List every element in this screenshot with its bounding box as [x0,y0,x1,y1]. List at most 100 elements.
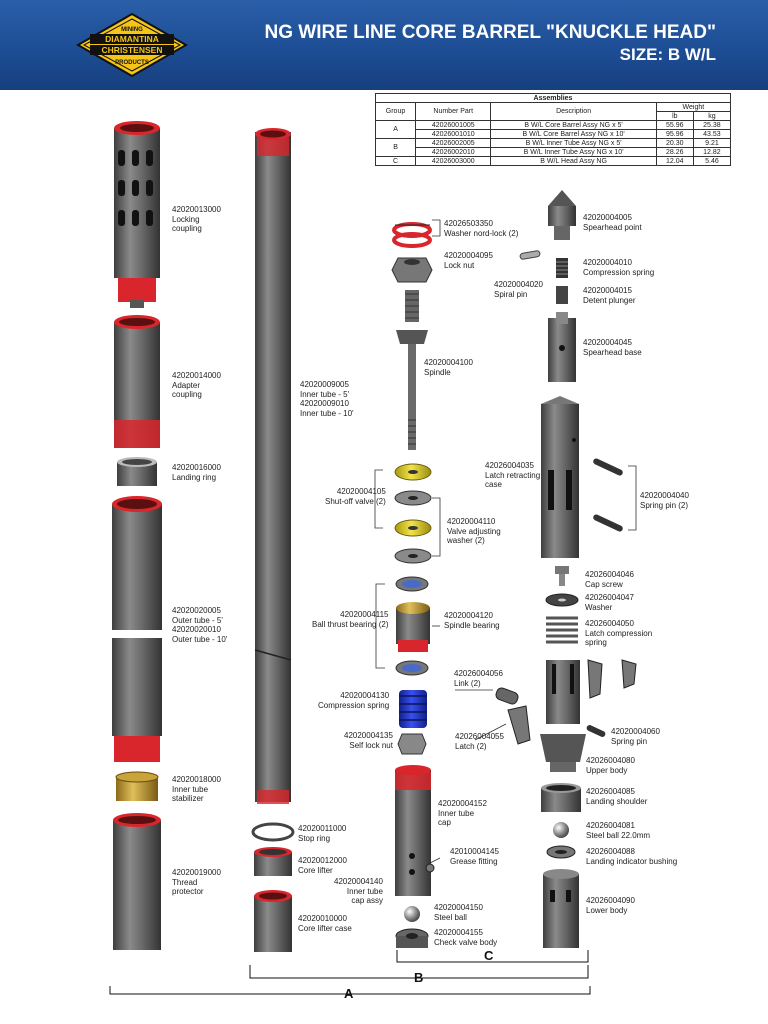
part-number: 42020004045 [583,338,632,347]
label-self-lock-nut: 42020004135 Self lock nut [344,731,393,750]
ball-thrust-bearing-art [395,576,429,676]
part-name: Latch (2) [455,741,487,751]
inner-tube-art [254,128,292,804]
spindle-bearing-art [396,602,430,652]
part-name: Detent plunger [583,295,636,305]
part-number: 42020004150 [434,903,483,912]
label-washer: 42026004047 Washer [585,593,634,612]
part-number: 42020004005 [583,213,632,222]
part-name: Stop ring [298,833,331,843]
label-landing-indicator-bushing: 42026004088 Landing indicator bushing [586,847,677,866]
part-name: Steel ball [434,912,467,922]
label-washer-nord-lock: 42026503350 Washer nord-lock (2) [444,219,518,238]
label-landing-shoulder: 42026004085 Landing shoulder [586,787,647,806]
link-art [495,687,519,705]
part-number: 42020012000 [298,856,347,865]
spring-pin-2-art [593,458,623,532]
part-name: coupling [172,390,202,399]
label-stop-ring: 42020011000 Stop ring [298,824,346,843]
check-valve-body-art [395,928,429,948]
part-number: 42020020010 [172,625,221,634]
part-name: Inner tube - 5' [300,389,350,399]
label-ball-thrust-bearing: 42020004115 Ball thrust bearing (2) [312,610,388,629]
label-compression-spring: 42020004130 Compression spring [318,691,389,710]
part-number: 42020004135 [344,731,393,740]
lock-nut-art [391,257,433,283]
label-latch: 42026004055 Latch (2) [455,732,504,751]
label-spring-pin-2: 42020004040 Spring pin (2) [640,491,689,510]
label-compression-spring-head: 42020004010 Compression spring [583,258,654,277]
compression-spring-head-art [556,258,568,278]
part-name: Upper body [586,765,628,775]
part-name: Adapter [172,380,201,390]
dimension-brackets [109,950,591,995]
part-name: Core lifter case [298,923,352,933]
locking-coupling-art [114,121,160,308]
part-name: Latch retracting [485,470,541,480]
label-spiral-pin: 42020004020 Spiral pin [494,280,543,299]
table-row: A 42026001005 B W/L Core Barrel Assy NG … [374,120,732,139]
adapter-coupling-art [114,315,160,448]
landing-shoulder-art [541,783,581,812]
part-name: Landing ring [172,472,217,482]
part-name: Core lifter [298,865,333,875]
part-number: 42020014000 [172,371,221,380]
spring-pin-art [586,725,606,737]
part-name: Spring pin [611,736,648,746]
part-number: 42020004152 [438,799,487,808]
part-name: Inner tube [438,808,475,818]
part-name: Locking [172,214,200,224]
label-outer-tube: 42020020005 Outer tube - 5' 42020020010 … [172,606,227,644]
thread-protector-art [113,813,161,950]
label-detent-plunger: 42020004015 Detent plunger [583,286,635,305]
washer-nord-lock-art [392,222,432,248]
part-number: 42020004020 [494,280,543,289]
part-name: Spring pin (2) [640,500,689,510]
part-number: 42020004155 [434,928,483,937]
label-upper-body: 42026004080 Upper body [586,756,635,775]
part-number: 42020004095 [444,251,493,260]
label-latch-retracting-case: 42026004035 Latch retracting case [485,461,540,490]
label-spearhead-point: 42020004005 Spearhead point [583,213,642,232]
part-name: spring [585,638,607,647]
part-number: 42020004140 [334,877,383,886]
label-landing-ring: 42020016000 Landing ring [172,463,221,482]
landing-indicator-bushing-art [546,845,576,859]
part-name: washer (2) [447,536,485,545]
steel-ball-art [404,906,420,922]
logo-text-mining: MINING [121,27,143,33]
part-number: 42026004055 [455,732,504,741]
part-name: Grease fitting [450,856,498,866]
part-name: Inner tube [172,784,209,794]
latch-retracting-case-art [541,396,579,558]
part-name: cap assy [351,896,383,905]
label-adapter-coupling: 42020014000 Adapter coupling [172,371,221,400]
part-name: Thread [172,877,198,887]
label-thread-protector: 42020019000 Thread protector [172,868,221,897]
part-number: 42020004115 [340,610,389,619]
label-spearhead-base: 42020004045 Spearhead base [583,338,642,357]
part-name: Valve adjusting [447,526,501,536]
valve-adjusting-washer-art [394,490,432,564]
label-lower-body: 42026004090 Lower body [586,896,635,915]
latch-art [507,659,637,745]
part-number: 42020013000 [172,205,221,214]
shut-off-valve-art [394,463,432,537]
part-number: 42026004090 [586,896,635,905]
part-number: 42020004010 [583,258,632,267]
label-core-lifter: 42020012000 Core lifter [298,856,347,875]
part-number: 42026503350 [444,219,493,228]
steel-ball-22-art [553,822,569,838]
title-line-2: SIZE: B W/L [619,45,716,64]
part-number: 42026004056 [454,669,503,678]
label-valve-adjusting-washer: 42020004110 Valve adjusting washer (2) [447,517,501,546]
logo-text-christensen: CHRISTENSEN [102,45,163,55]
stop-ring-art [251,822,295,842]
part-number: 42026004047 [585,593,634,602]
label-inner-tube-cap: 42020004152 Inner tube cap [438,799,487,828]
part-name: Landing indicator bushing [586,856,678,866]
part-number: 42026004081 [586,821,635,830]
part-name: Check valve body [434,937,498,947]
part-number: 42026004080 [586,756,635,765]
page-title: NG WIRE LINE CORE BARREL "KNUCKLE HEAD" … [264,22,716,66]
